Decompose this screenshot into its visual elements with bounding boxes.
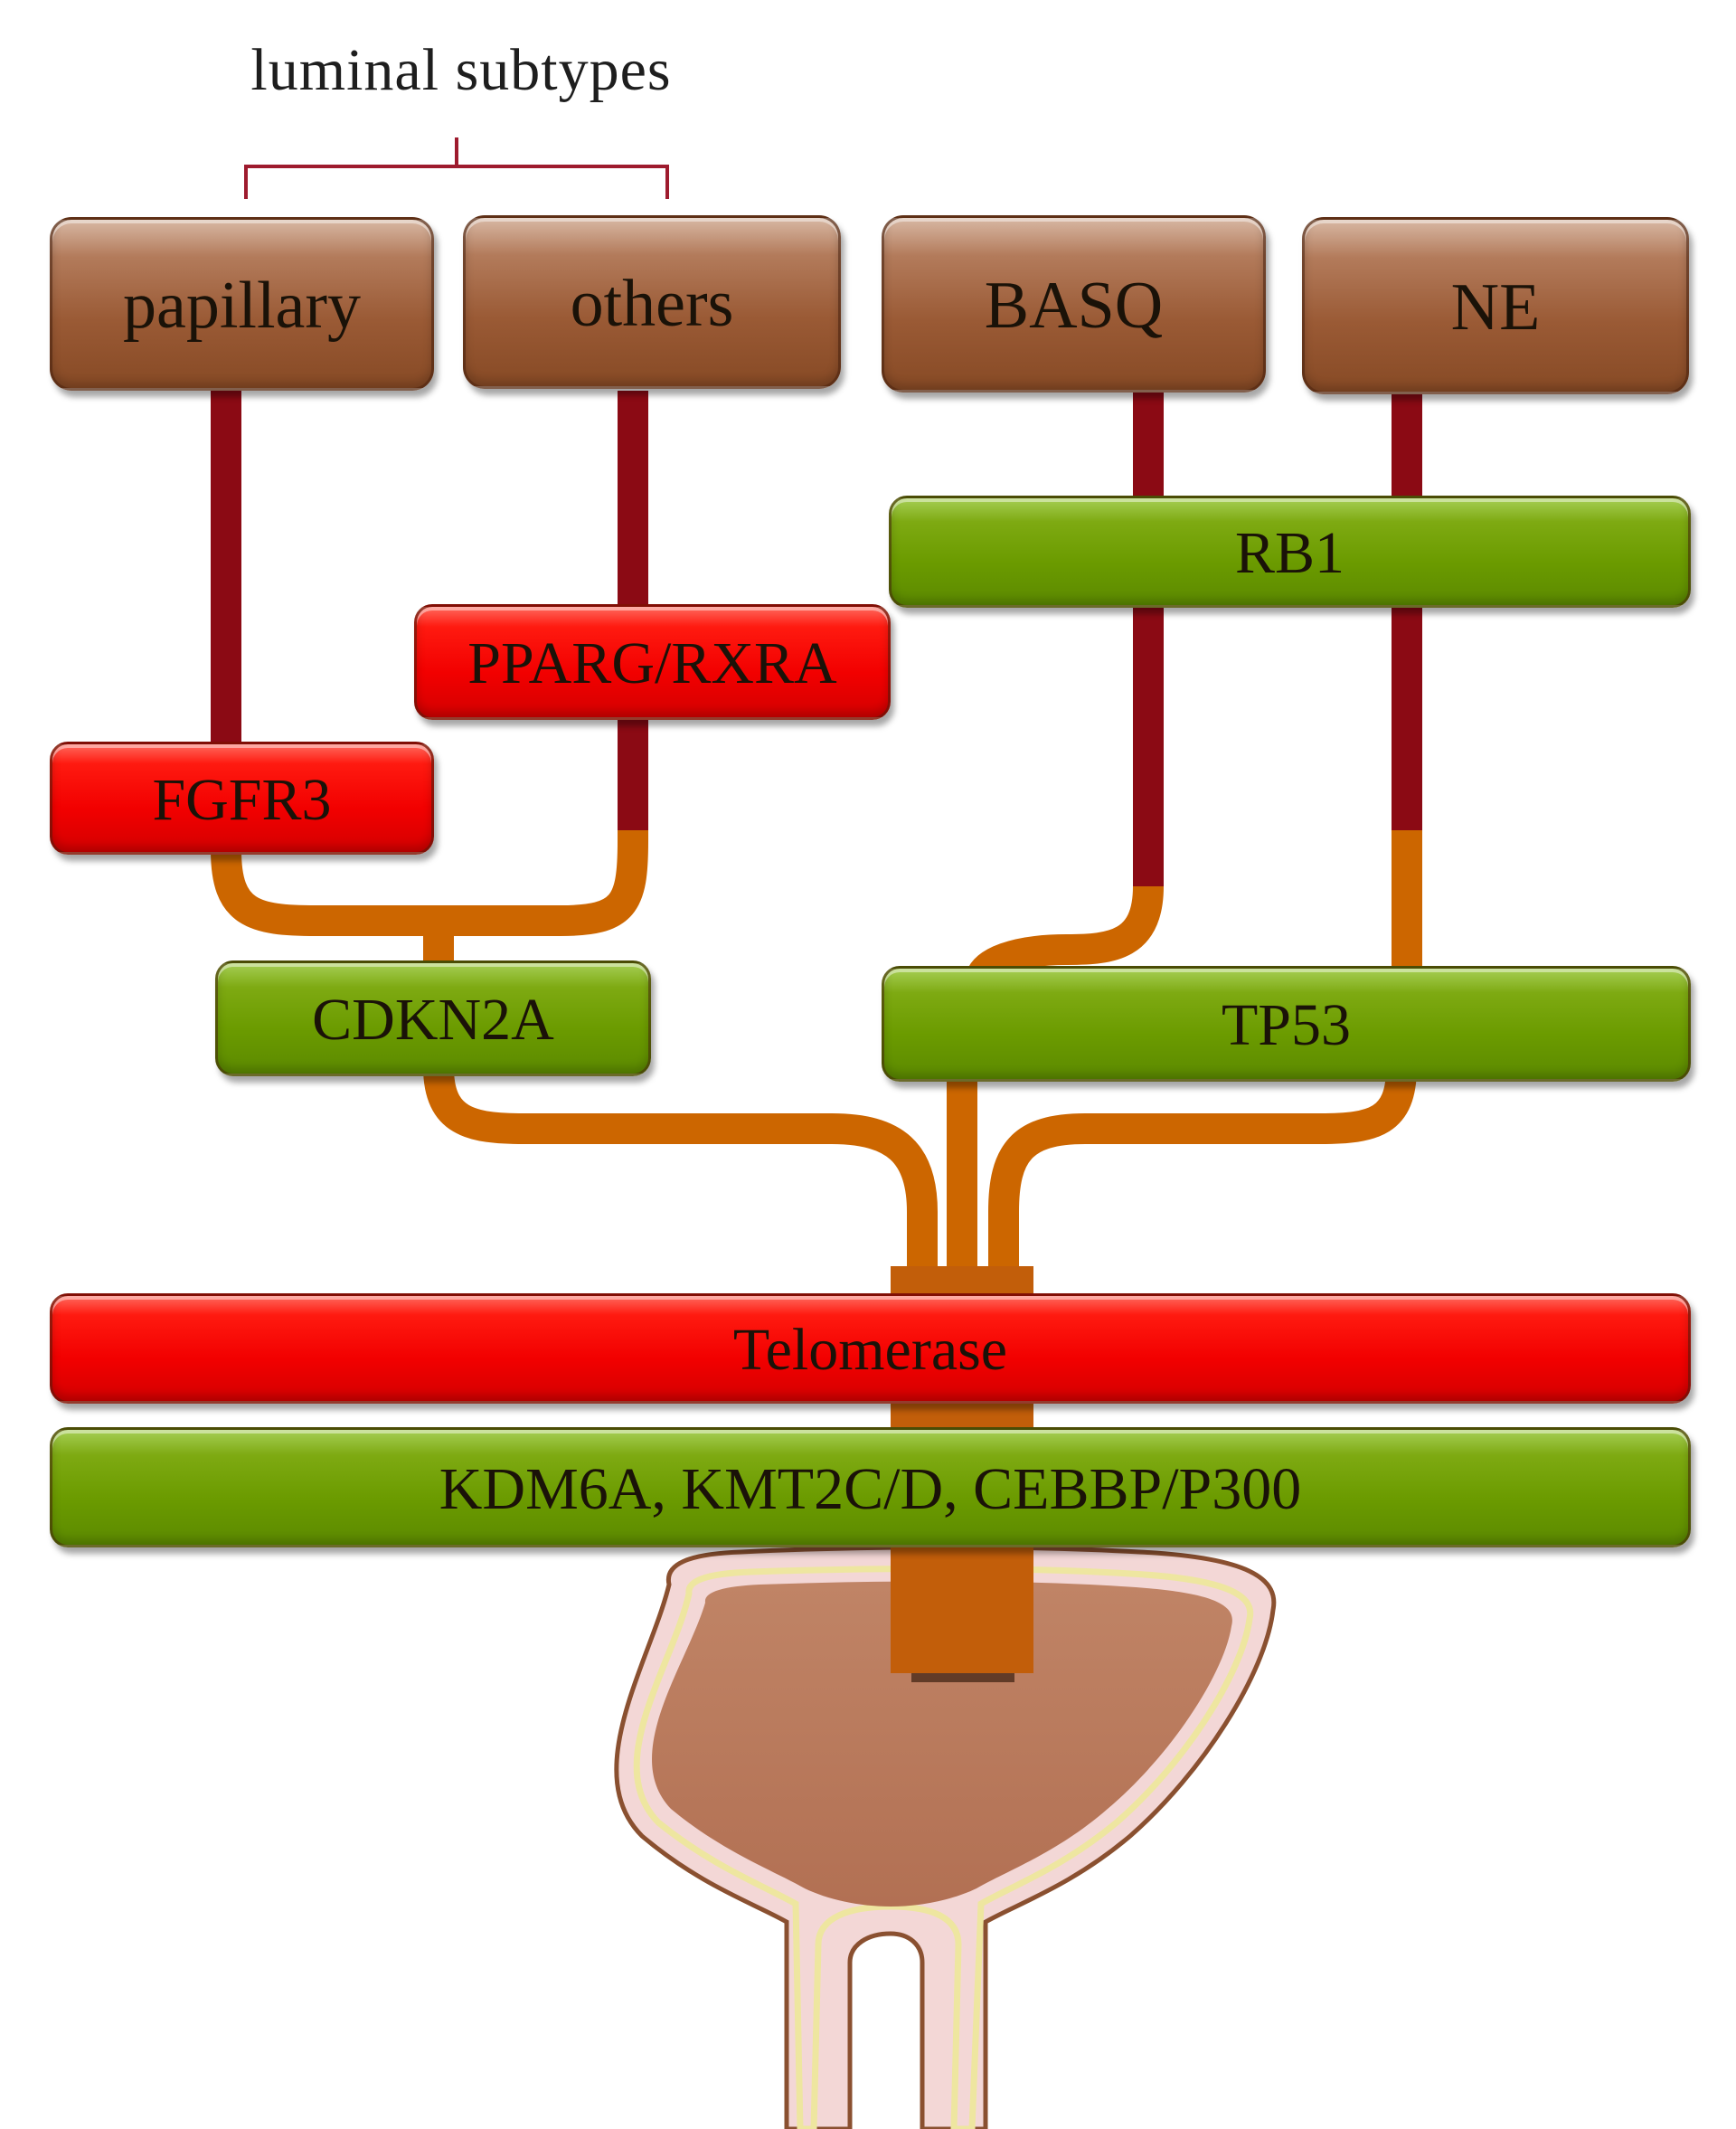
gene-tp53-label: TP53 <box>1221 992 1352 1058</box>
gene-cdkn2a: CDKN2A <box>215 960 651 1076</box>
gene-rb1: RB1 <box>889 496 1691 608</box>
gene-telomerase: Telomerase <box>50 1293 1691 1404</box>
gene-telomerase-label: Telomerase <box>732 1317 1008 1383</box>
subtype-basq: BASQ <box>882 215 1266 393</box>
subtype-papillary-label: papillary <box>122 268 361 343</box>
luminal-subtypes-header: luminal subtypes <box>250 37 672 103</box>
subtype-basq-label: BASQ <box>984 268 1164 343</box>
bladder-illustration <box>614 1545 1277 2129</box>
subtype-papillary: papillary <box>50 217 434 391</box>
upper-pathway-lines <box>211 391 1422 886</box>
subtype-others: others <box>463 215 841 389</box>
gene-chromatin-modifiers: KDM6A, KMT2C/D, CEBBP/P300 <box>50 1427 1691 1547</box>
gene-pparg-rxra-label: PPARG/RXRA <box>467 630 837 696</box>
luminal-bracket <box>244 137 669 199</box>
gene-pparg-rxra: PPARG/RXRA <box>414 604 891 720</box>
gene-fgfr3: FGFR3 <box>50 742 434 855</box>
gene-tp53: TP53 <box>882 966 1691 1082</box>
gene-cdkn2a-label: CDKN2A <box>312 987 554 1053</box>
gene-fgfr3-label: FGFR3 <box>152 766 332 833</box>
subtype-others-label: others <box>570 266 734 341</box>
subtype-ne: NE <box>1302 217 1689 394</box>
gene-chromatin-modifiers-label: KDM6A, KMT2C/D, CEBBP/P300 <box>439 1455 1302 1522</box>
lower-pathway-lines <box>211 830 1422 1293</box>
subtype-ne-label: NE <box>1450 270 1541 345</box>
trunk-shadow <box>911 1673 1014 1682</box>
gene-rb1-label: RB1 <box>1234 520 1345 586</box>
